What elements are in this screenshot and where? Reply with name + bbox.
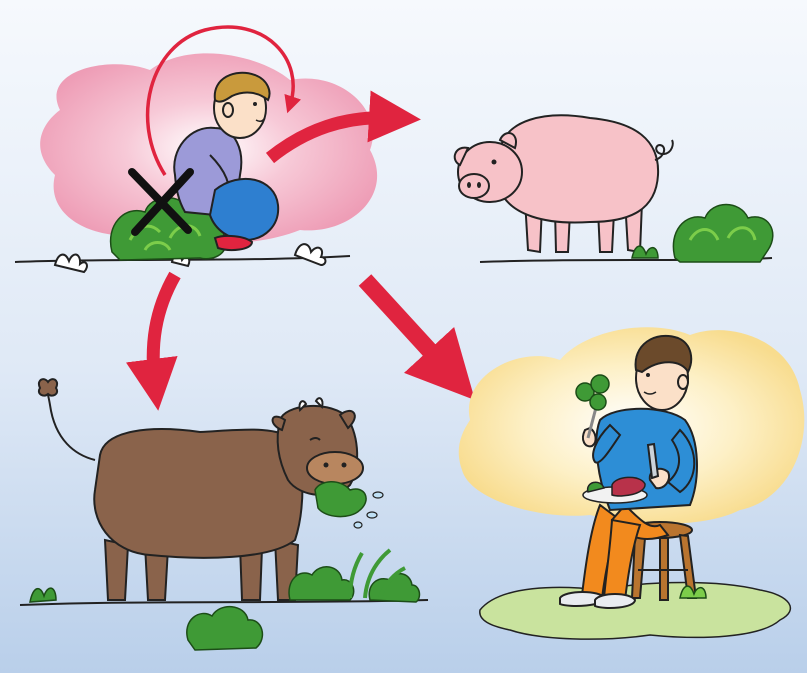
child-scene <box>15 27 377 272</box>
cow-scene <box>20 379 428 650</box>
arrow-to-cow <box>153 275 175 385</box>
arrow-to-man <box>365 280 452 375</box>
pig-scene <box>455 115 773 262</box>
cow-mouth-grass <box>315 482 366 517</box>
cow-ground-line <box>20 600 428 605</box>
pig-figure <box>455 115 673 252</box>
cow-bushes <box>30 550 419 650</box>
man-scene <box>459 327 805 639</box>
pig-bush <box>632 205 773 263</box>
